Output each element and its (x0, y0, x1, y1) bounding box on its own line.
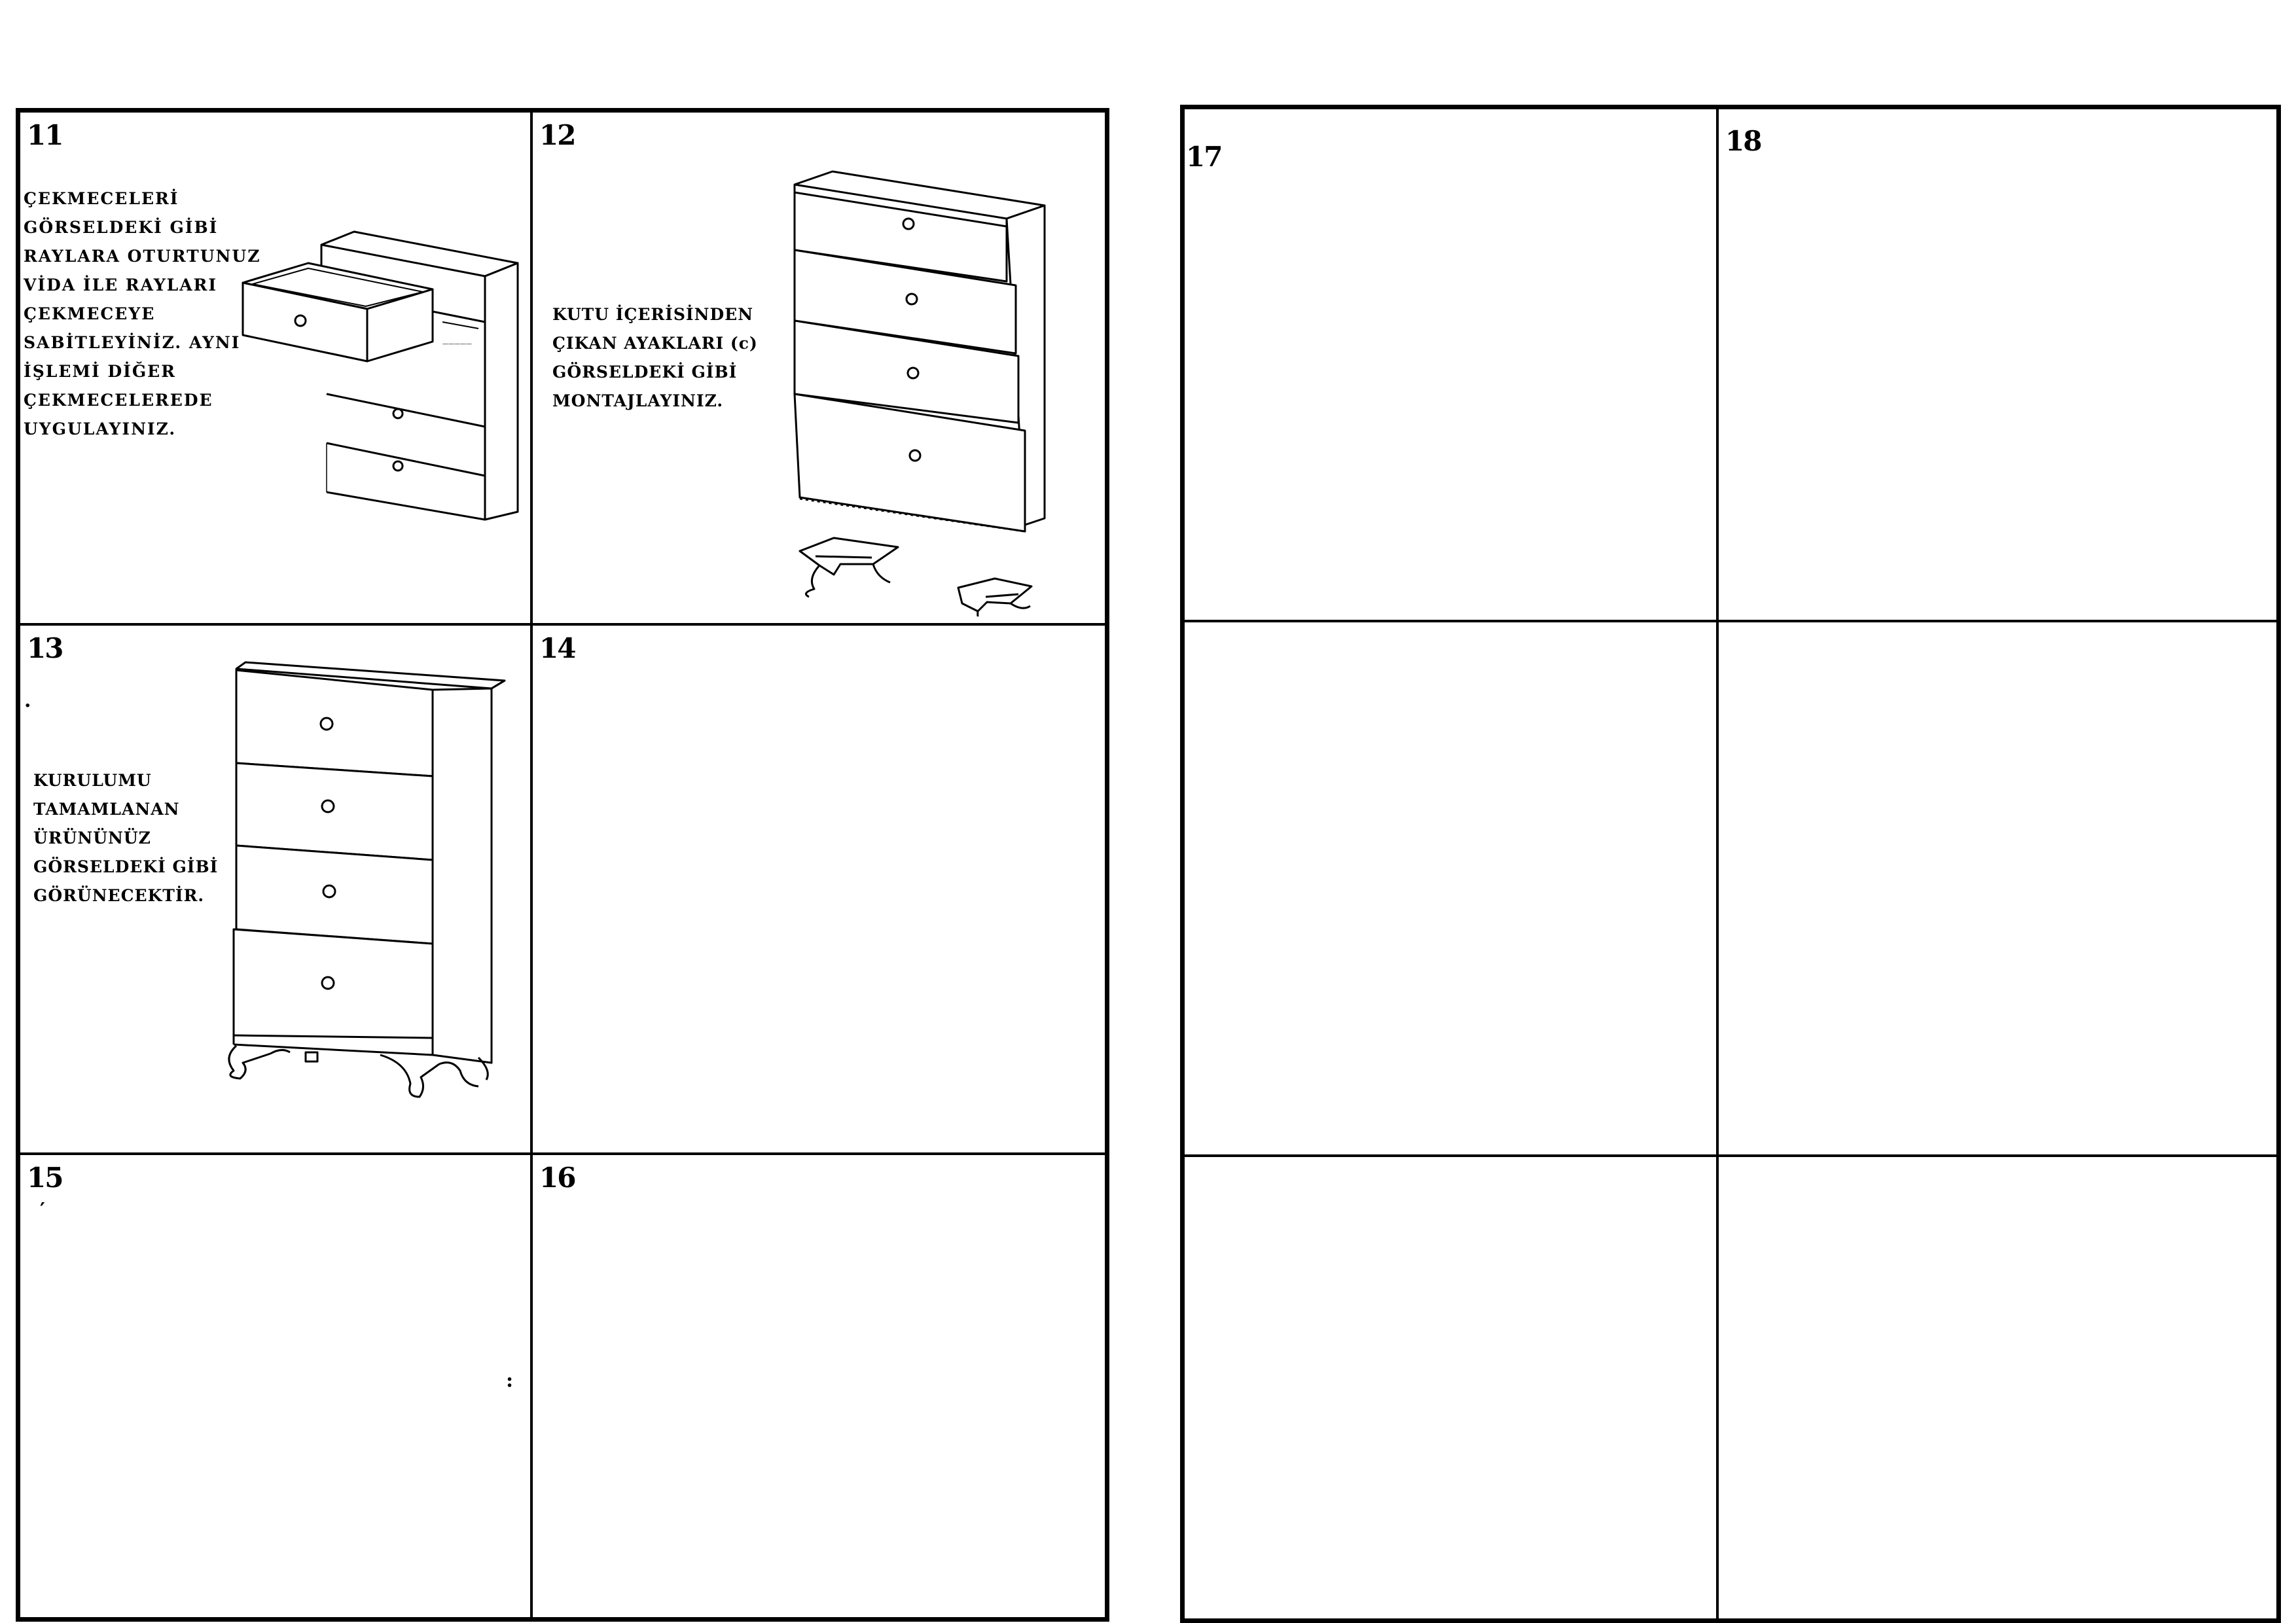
step-12-cell: 12 KUTU İÇERİSİNDEN ÇIKAN AYAKLARI (c) G… (533, 113, 1105, 623)
step-instruction: KURULUMU TAMAMLANAN ÜRÜNÜNÜZ GÖRSELDEKİ … (33, 766, 218, 910)
instruction-line: GÖRÜNECEKTİR. (33, 886, 205, 905)
instruction-line: ÇEKMECEYE (24, 304, 156, 323)
step-number: 17 (1186, 141, 1223, 173)
instruction-line: GÖRSELDEKİ GİBİ (33, 857, 219, 876)
step-14-cell: 14 (533, 626, 1105, 1152)
instruction-line: RAYLARA OTURTUNUZ (24, 247, 261, 266)
dresser-drawer-rail-icon: ————— (242, 230, 519, 521)
row-divider (20, 623, 1105, 626)
step-number: 12 (539, 119, 576, 151)
scan-speck: : (506, 1369, 514, 1392)
scan-speck: · (24, 694, 31, 717)
empty-cell (1185, 622, 1716, 1154)
instruction-line: GÖRSELDEKİ GİBİ (552, 363, 738, 382)
step-17-cell: 17 (1185, 109, 1716, 620)
instruction-line: KURULUMU (33, 771, 152, 790)
instruction-line: SABİTLEYİNİZ. AYNI (24, 333, 241, 352)
step-number: 16 (539, 1162, 576, 1194)
step-number: 18 (1725, 125, 1762, 157)
empty-cell (1719, 1157, 2276, 1618)
step-number: 11 (27, 119, 63, 151)
step-number: 13 (27, 632, 63, 664)
empty-cell (1719, 622, 2276, 1154)
instruction-line: UYGULAYINIZ. (24, 419, 177, 438)
step-15-cell: 15 ′ : (20, 1155, 530, 1617)
step-18-cell: 18 (1719, 109, 2276, 620)
left-instruction-panel: 11 ÇEKMECELERİ GÖRSELDEKİ GİBİ RAYLARA O… (16, 108, 1109, 1622)
step-instruction: KUTU İÇERİSİNDEN ÇIKAN AYAKLARI (c) GÖRS… (552, 300, 758, 416)
instruction-line: ÇEKMECELERİ (24, 189, 179, 208)
step-16-cell: 16 (533, 1155, 1105, 1617)
instruction-line: ÇIKAN AYAKLARI (c) (552, 334, 758, 353)
row-divider (20, 1152, 1105, 1155)
step-number: 14 (539, 632, 576, 664)
column-divider (530, 113, 533, 1617)
instruction-line: MONTAJLAYINIZ. (552, 391, 724, 410)
dresser-feet-icon (793, 170, 1046, 616)
step-instruction: ÇEKMECELERİ GÖRSELDEKİ GİBİ RAYLARA OTUR… (24, 185, 260, 444)
step-13-cell: 13 · KURULUMU TAMAMLANAN ÜRÜNÜNÜZ GÖRSEL… (20, 626, 530, 1152)
scan-speck: ′ (40, 1199, 45, 1222)
step-11-cell: 11 ÇEKMECELERİ GÖRSELDEKİ GİBİ RAYLARA O… (20, 113, 530, 623)
instruction-line: GÖRSELDEKİ GİBİ (24, 218, 219, 237)
svg-text:—————: ————— (442, 341, 472, 348)
instruction-line: VİDA İLE RAYLARI (24, 276, 218, 294)
empty-cell (1185, 1157, 1716, 1618)
row-divider (1185, 1154, 2276, 1157)
column-divider (1716, 109, 1719, 1618)
instruction-line: ÇEKMECELEREDE (24, 391, 213, 410)
instruction-line: İŞLEMİ DİĞER (24, 362, 177, 381)
instruction-line: KUTU İÇERİSİNDEN (552, 305, 754, 324)
instruction-line: ÜRÜNÜNÜZ (33, 829, 151, 847)
row-divider (1185, 620, 2276, 622)
instruction-line: TAMAMLANAN (33, 800, 180, 819)
step-number: 15 (27, 1162, 63, 1194)
right-instruction-panel: 17 18 (1180, 105, 2281, 1623)
finished-dresser-icon (228, 661, 506, 1098)
